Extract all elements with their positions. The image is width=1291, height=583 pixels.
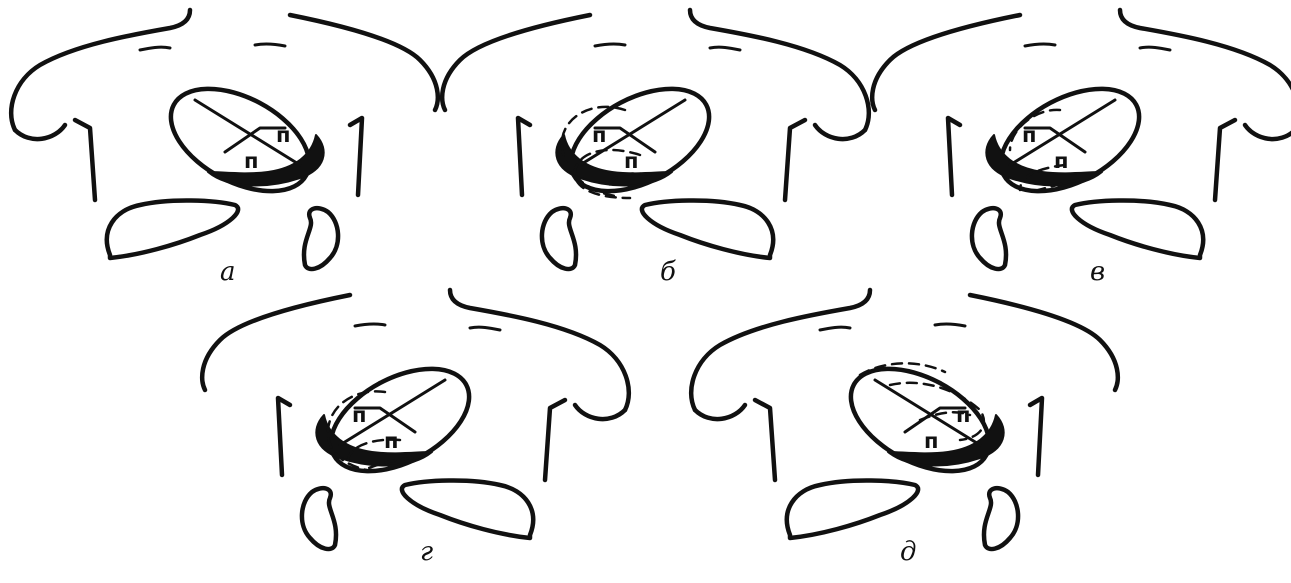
right-clavicle [595, 44, 625, 46]
marker-label: п [592, 123, 607, 147]
torso-right-shoulder-outline [442, 15, 590, 110]
stomach-outline [542, 208, 576, 269]
right-ribcage-line [948, 118, 960, 195]
left-clavicle [470, 327, 500, 330]
torso-left-shoulder-outline [450, 290, 629, 410]
right-ribcage-line [350, 118, 362, 195]
panel-caption: а [220, 257, 236, 287]
marker-label: п [1054, 149, 1069, 173]
right-ribcage-line [278, 398, 290, 475]
stomach-outline [304, 208, 338, 269]
right-ribcage-line [518, 118, 530, 195]
stomach-outline [984, 488, 1018, 549]
liver-outline [787, 480, 918, 538]
panel-figure: пп [442, 10, 869, 269]
left-clavicle [1140, 47, 1170, 50]
right-clavicle [355, 324, 385, 326]
torso-left-shoulder-outline [11, 10, 190, 130]
liver-outline [1072, 200, 1203, 258]
panel-caption: д [900, 537, 916, 567]
right-clavicle [935, 324, 965, 326]
torso-left-shoulder-outline [690, 10, 869, 130]
stomach-outline [302, 488, 336, 549]
left-ribcage-line [1215, 120, 1235, 200]
stomach-outline [972, 208, 1006, 269]
torso-right-shoulder-outline [202, 295, 350, 390]
panel-a: ппа [11, 10, 438, 287]
torso-left-armpit-outline [815, 125, 865, 139]
left-ribcage-line [755, 400, 775, 480]
panel-caption: г [420, 537, 433, 567]
panel-v: ппв [872, 10, 1291, 287]
panel-caption: в [1090, 257, 1105, 287]
liver-outline [107, 200, 238, 258]
panel-b: ппб [442, 10, 869, 287]
left-ribcage-line [545, 400, 565, 480]
marker-label: п [924, 429, 939, 453]
right-ribcage-line [1030, 398, 1042, 475]
panel-d: ппд [691, 290, 1118, 567]
liver-outline [642, 200, 773, 258]
marker-label: п [244, 149, 259, 173]
torso-right-shoulder-outline [872, 15, 1020, 110]
left-clavicle [710, 47, 740, 50]
panel-g: ппг [202, 290, 629, 567]
left-clavicle [820, 327, 850, 330]
liver-outline [402, 480, 533, 538]
marker-label: п [1022, 123, 1037, 147]
torso-right-shoulder-outline [970, 295, 1118, 390]
panel-figure: пп [872, 10, 1291, 269]
marker-label: п [956, 403, 971, 427]
torso-left-armpit-outline [1245, 125, 1291, 139]
marker-label: п [276, 123, 291, 147]
panel-figure: пп [691, 290, 1118, 549]
torso-left-shoulder-outline [691, 290, 870, 410]
left-ribcage-line [75, 120, 95, 200]
torso-left-armpit-outline [695, 405, 745, 419]
right-clavicle [255, 44, 285, 46]
panel-figure: пп [11, 10, 438, 269]
left-ribcage-line [785, 120, 805, 200]
torso-left-armpit-outline [15, 125, 65, 139]
marker-label: п [352, 403, 367, 427]
torso-right-shoulder-outline [290, 15, 438, 110]
torso-left-armpit-outline [575, 405, 625, 419]
torso-left-shoulder-outline [1120, 10, 1291, 130]
right-clavicle [1025, 44, 1055, 46]
panel-caption: б [660, 257, 676, 287]
panel-figure: пп [202, 290, 629, 549]
left-clavicle [140, 47, 170, 50]
